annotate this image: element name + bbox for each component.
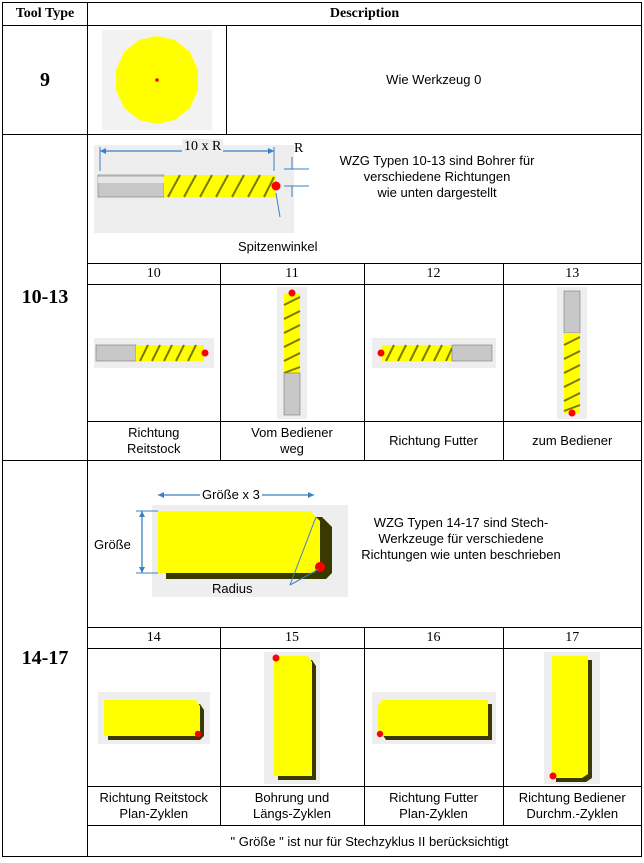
drill-radius-label: R [294, 141, 304, 156]
header-description: Description [87, 2, 642, 26]
row10-description: WZG Typen 10-13 sind Bohrer für verschie… [339, 153, 535, 200]
round-tool-image [88, 26, 227, 134]
groove-14-image [88, 648, 221, 787]
height-dim-label: Größe [94, 537, 131, 552]
drill-12-image [363, 284, 504, 422]
type-number: 17 [502, 627, 641, 649]
drill-10-image [88, 284, 221, 422]
size-note: " Größe " ist nur für Stechzyklus II ber… [88, 825, 641, 856]
tool-type-14-17: 14-17 [2, 460, 88, 857]
groove-16-image [363, 648, 504, 787]
tip-angle-label: Spitzenwinkel [238, 239, 318, 254]
tool-type-10-13: 10-13 [2, 134, 88, 461]
type-number: 16 [363, 627, 504, 649]
radius-label: Radius [212, 581, 253, 596]
type-number: 13 [502, 263, 641, 285]
type-number: 12 [363, 263, 504, 285]
type-number: 14 [88, 627, 221, 649]
drill-13-image [502, 284, 641, 422]
type-number: 10 [88, 263, 221, 285]
drill-11-image [219, 284, 365, 422]
type-number: 15 [219, 627, 365, 649]
drill-13-caption: zum Bediener [502, 421, 641, 460]
groove-17-image [502, 648, 641, 787]
grooving-tool-diagram [136, 492, 348, 597]
type-number: 11 [219, 263, 365, 285]
drill-length-label: 10 x R [182, 139, 224, 155]
header-tool-type: Tool Type [2, 2, 88, 26]
row14-description: WZG Typen 14-17 sind Stech- Werkzeuge fü… [361, 515, 561, 562]
tool-type-9: 9 [2, 25, 88, 135]
drill-diagram [94, 145, 309, 233]
drill-12-caption: Richtung Futter [363, 421, 504, 460]
width-dim-label: Größe x 3 [200, 487, 262, 502]
groove-15-image [219, 648, 365, 787]
row9-description: Wie Werkzeug 0 [225, 26, 641, 134]
